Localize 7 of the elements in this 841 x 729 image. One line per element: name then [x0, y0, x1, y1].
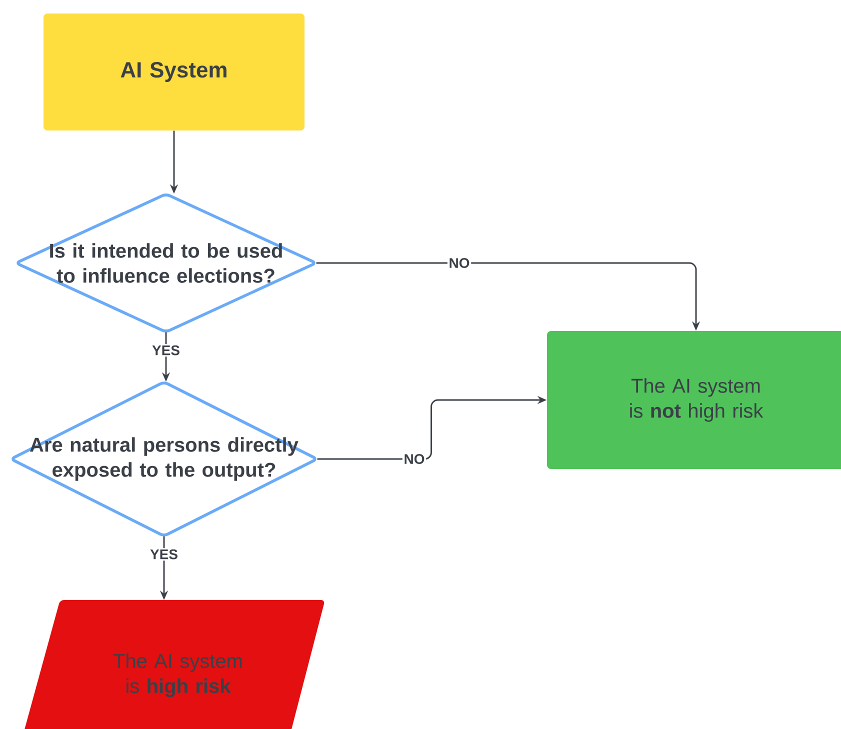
edge-label: NO — [402, 452, 426, 466]
process-box: AI System — [44, 14, 304, 130]
edge-label: NO — [447, 256, 472, 270]
process-box: The AI system is not high risk — [547, 331, 841, 469]
edge-label: YES — [148, 548, 180, 561]
output-parallelogram: The AI system is high risk — [24, 600, 324, 729]
edge-label: YES — [150, 344, 182, 357]
